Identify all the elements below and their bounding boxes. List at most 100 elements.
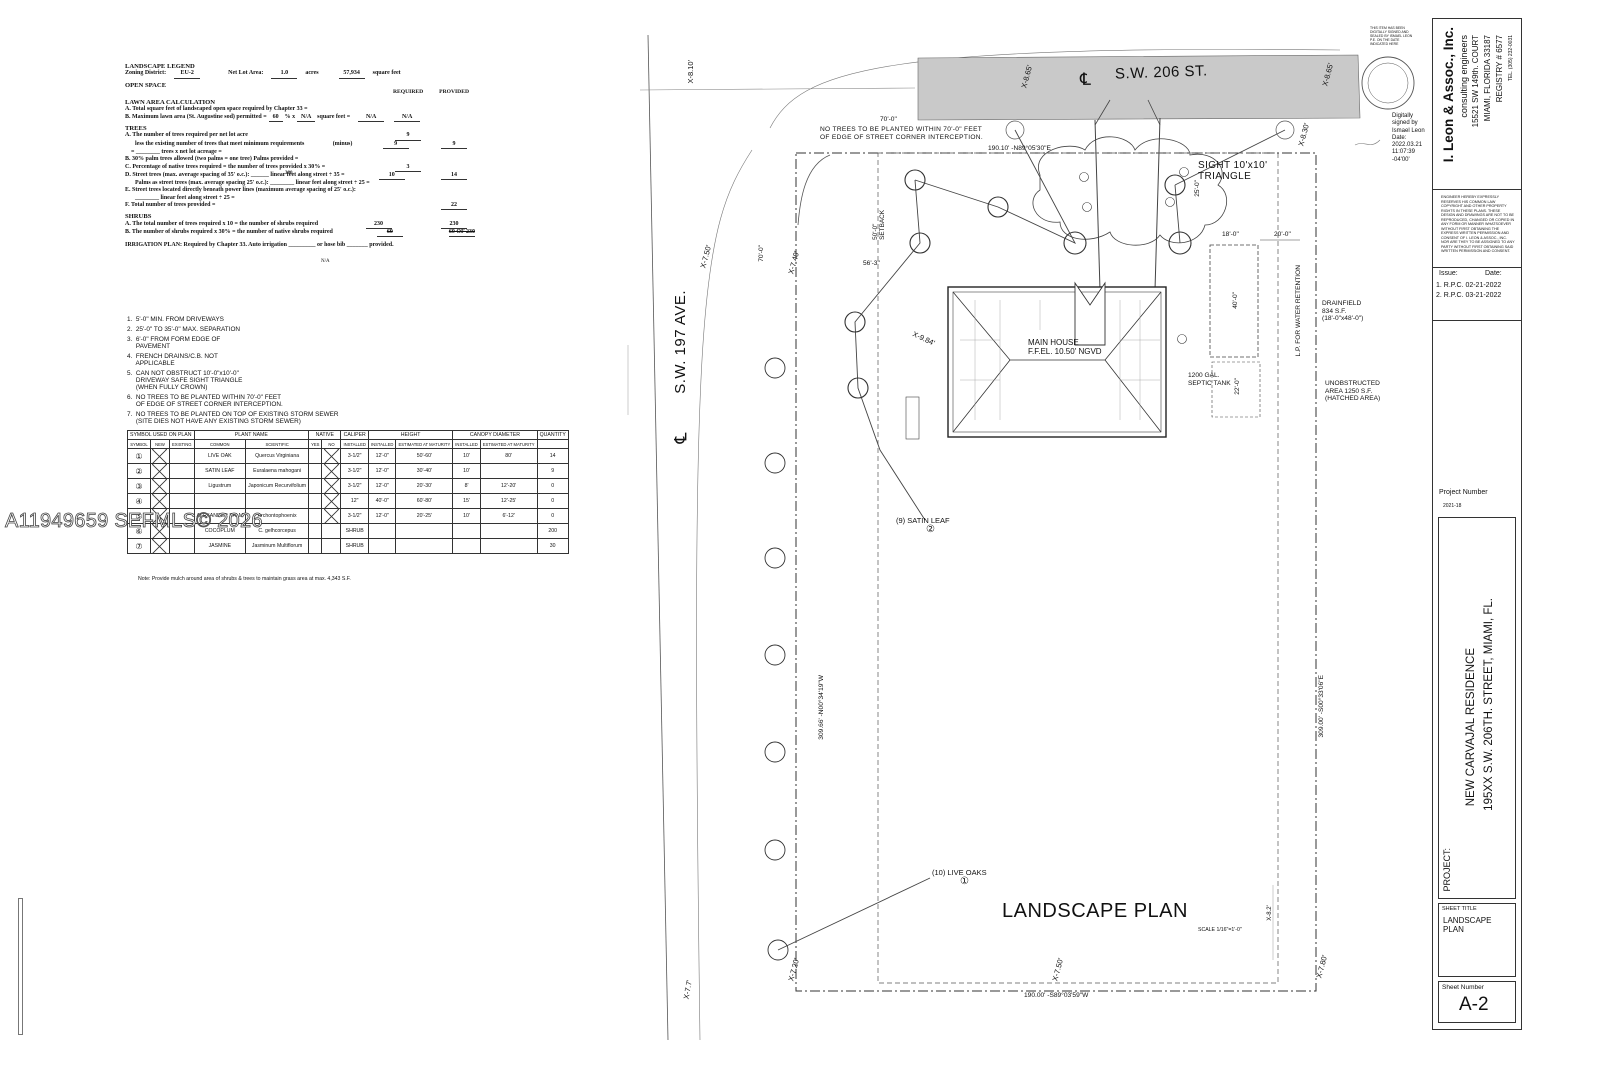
- east-property-line: 309.00' -S00°33'06"E: [1318, 675, 1325, 738]
- trees-minus: (minus): [332, 140, 353, 147]
- date-label: Date:: [1485, 270, 1502, 277]
- acres-label: acres: [305, 70, 319, 77]
- trees-eq: = ________ trees x net lot acreage =: [131, 148, 222, 155]
- note-item: 7. NO TREES TO BE PLANTED ON TOP OF EXIS…: [127, 410, 339, 425]
- plant-table-note: Note: Provide mulch around area of shrub…: [138, 576, 351, 582]
- note-item: 5. CAN NOT OBSTRUCT 10'-0"x10'-0" DRIVEW…: [127, 369, 243, 391]
- issue-panel: Issue: Date: 1. R.P.C. 02-21-2022 2. R.P…: [1433, 267, 1521, 321]
- property-boundary: [795, 152, 1317, 992]
- corner-arc: [797, 154, 831, 226]
- lawn-b-pct: 60: [268, 114, 283, 123]
- trees-line-c: C. Percentage of native trees required =…: [125, 163, 326, 170]
- street-name-206: S.W. 206 ST.: [1114, 62, 1208, 83]
- house-interior-lines: [960, 300, 1160, 420]
- seal-statement: THIS ITEM HAS BEEN DIGITALLY SIGNED AND …: [1370, 26, 1413, 46]
- issue-label: Issue:: [1439, 270, 1458, 277]
- table-cell-h2: [395, 538, 454, 554]
- west-property-line: 309.66' -N00°34'19"W: [818, 675, 825, 740]
- sheet-title: LANDSCAPE PLAN: [1443, 916, 1492, 934]
- title-block: I. Leon & Assoc., Inc. consulting engine…: [1432, 18, 1522, 1030]
- legend-title: LANDSCAPE LEGEND: [125, 63, 195, 70]
- project-name: NEW CARVAJAL RESIDENCE: [1465, 648, 1477, 807]
- firm-panel: I. Leon & Assoc., Inc. consulting engine…: [1433, 19, 1521, 190]
- shrubs-heading: SHRUBS: [125, 213, 152, 221]
- driveway-edges: [1094, 117, 1161, 291]
- sight-triangle-cloud: [1032, 136, 1228, 246]
- site-plan-drawing: [627, 34, 1415, 1041]
- plan-title: LANDSCAPE PLAN: [1002, 900, 1188, 922]
- project-label: PROJECT:: [1442, 848, 1452, 892]
- digital-signature: Digitally signed by Ismael Leon Date: 20…: [1392, 113, 1425, 163]
- dim-20: 20'-0": [1274, 231, 1291, 238]
- centerline-symbol-top: ℄: [1080, 70, 1091, 89]
- sheet-number: A-2: [1459, 994, 1489, 1015]
- dim-25: 25'-0": [1194, 180, 1201, 197]
- drainfield-area: [1209, 244, 1259, 358]
- table-cell-check: [308, 538, 323, 554]
- table-cell-check: [149, 538, 170, 554]
- trees-line-e2: ________ linear feet along street ÷ 25 =: [135, 194, 235, 201]
- live-oaks-callout: (10) LIVE OAKS: [932, 868, 987, 877]
- firm-registry: REGISTRY # 6577: [1495, 35, 1504, 103]
- street-edge-line: [647, 34, 669, 1041]
- lawn-line-a: A. Total square feet of landscaped open …: [125, 106, 308, 113]
- project-number-label: Project Number: [1439, 489, 1488, 496]
- table-cell-check: [149, 523, 170, 539]
- firm-subtitle: consulting engineers: [1459, 35, 1469, 118]
- north-property-line: 190.10' -N89°05'30"E: [988, 145, 1051, 152]
- table-cell-check: [149, 478, 170, 494]
- firm-city: MIAMI, FLORIDA 33187: [1483, 35, 1492, 122]
- septic-tank-area: [1211, 361, 1261, 418]
- shrubs-line-b: B. The number of shrubs required x 30% =…: [125, 228, 333, 235]
- firm-address: 15521 SW 149th. COURT: [1471, 35, 1480, 128]
- setback-label: 50'-0" SETBACK: [872, 210, 886, 240]
- firm-name: I. Leon & Assoc., Inc.: [1441, 27, 1456, 163]
- lawn-b-required: N/A: [358, 114, 385, 123]
- equipment-pad: [905, 396, 920, 440]
- firm-telephone: TEL. (305) 232-0031: [1508, 35, 1514, 82]
- live-oak-symbol: ①: [960, 876, 969, 887]
- net-lot-label: Net Lot Area:: [228, 70, 264, 77]
- copyright-notice: ENGINEER HEREBY EXPRESSLY RESERVES HIS C…: [1441, 195, 1515, 253]
- table-cell-check: [149, 493, 170, 509]
- table-cell-sci: Jasminum Multiflorum: [245, 538, 310, 554]
- south-property-line: 190.00' -S89°03'59"W: [1024, 992, 1089, 999]
- signature-mark: [1354, 139, 1381, 146]
- mls-watermark: A11949659 SEFMLS© 2026: [5, 510, 263, 533]
- satin-leaf-trees: [844, 169, 1192, 399]
- dim-18: 18'-0": [1222, 231, 1239, 238]
- sheet-title-panel: SHEET TITLE LANDSCAPE PLAN: [1438, 903, 1516, 977]
- shrubs-b-prov: 69 OF 230: [448, 229, 475, 238]
- table-cell-qty: 0: [536, 508, 569, 524]
- trees-a-req: 9: [395, 132, 421, 141]
- table-cell-qty: 30: [536, 538, 569, 554]
- trees-less-req: 9: [382, 141, 409, 149]
- zoning-label: Zoning District:: [125, 70, 167, 77]
- septic-tank-label: 1200 GAL. SEPTIC TANK: [1188, 372, 1231, 387]
- required-heading: REQUIRED: [393, 88, 424, 95]
- engineer-seal-inner: [1367, 62, 1409, 104]
- trees-line-d: D. Street trees (max. average spacing of…: [125, 171, 345, 178]
- existing-trees: [1005, 120, 1295, 140]
- elev-mark: X-8.10': [686, 60, 695, 84]
- tree-leader-lines: [777, 129, 1286, 951]
- note-item: 6. NO TREES TO BE PLANTED WITHIN 70'-0" …: [127, 393, 283, 408]
- lawn-b-na: N/A: [297, 114, 316, 123]
- project-number: 2021-18: [1443, 503, 1462, 509]
- main-house-title: MAIN HOUSE: [1028, 338, 1079, 347]
- provided-heading: PROVIDED: [439, 88, 469, 95]
- trees-less-prov: 9: [440, 141, 467, 149]
- street-line-top: [639, 87, 916, 91]
- shrub-symbols: [1079, 167, 1189, 344]
- setback-line: [877, 152, 1279, 984]
- plan-scale: SCALE 1/16"=1'-0": [1198, 927, 1242, 933]
- sheet-number-label: Sheet Number: [1442, 984, 1484, 991]
- dim-40: 40'-0": [1232, 292, 1239, 309]
- sqft-label: square feet: [372, 70, 401, 77]
- main-house-label: MAIN HOUSE F.F.EL. 10.50' NGVD: [1028, 338, 1102, 356]
- trees-heading: TREES: [125, 125, 147, 133]
